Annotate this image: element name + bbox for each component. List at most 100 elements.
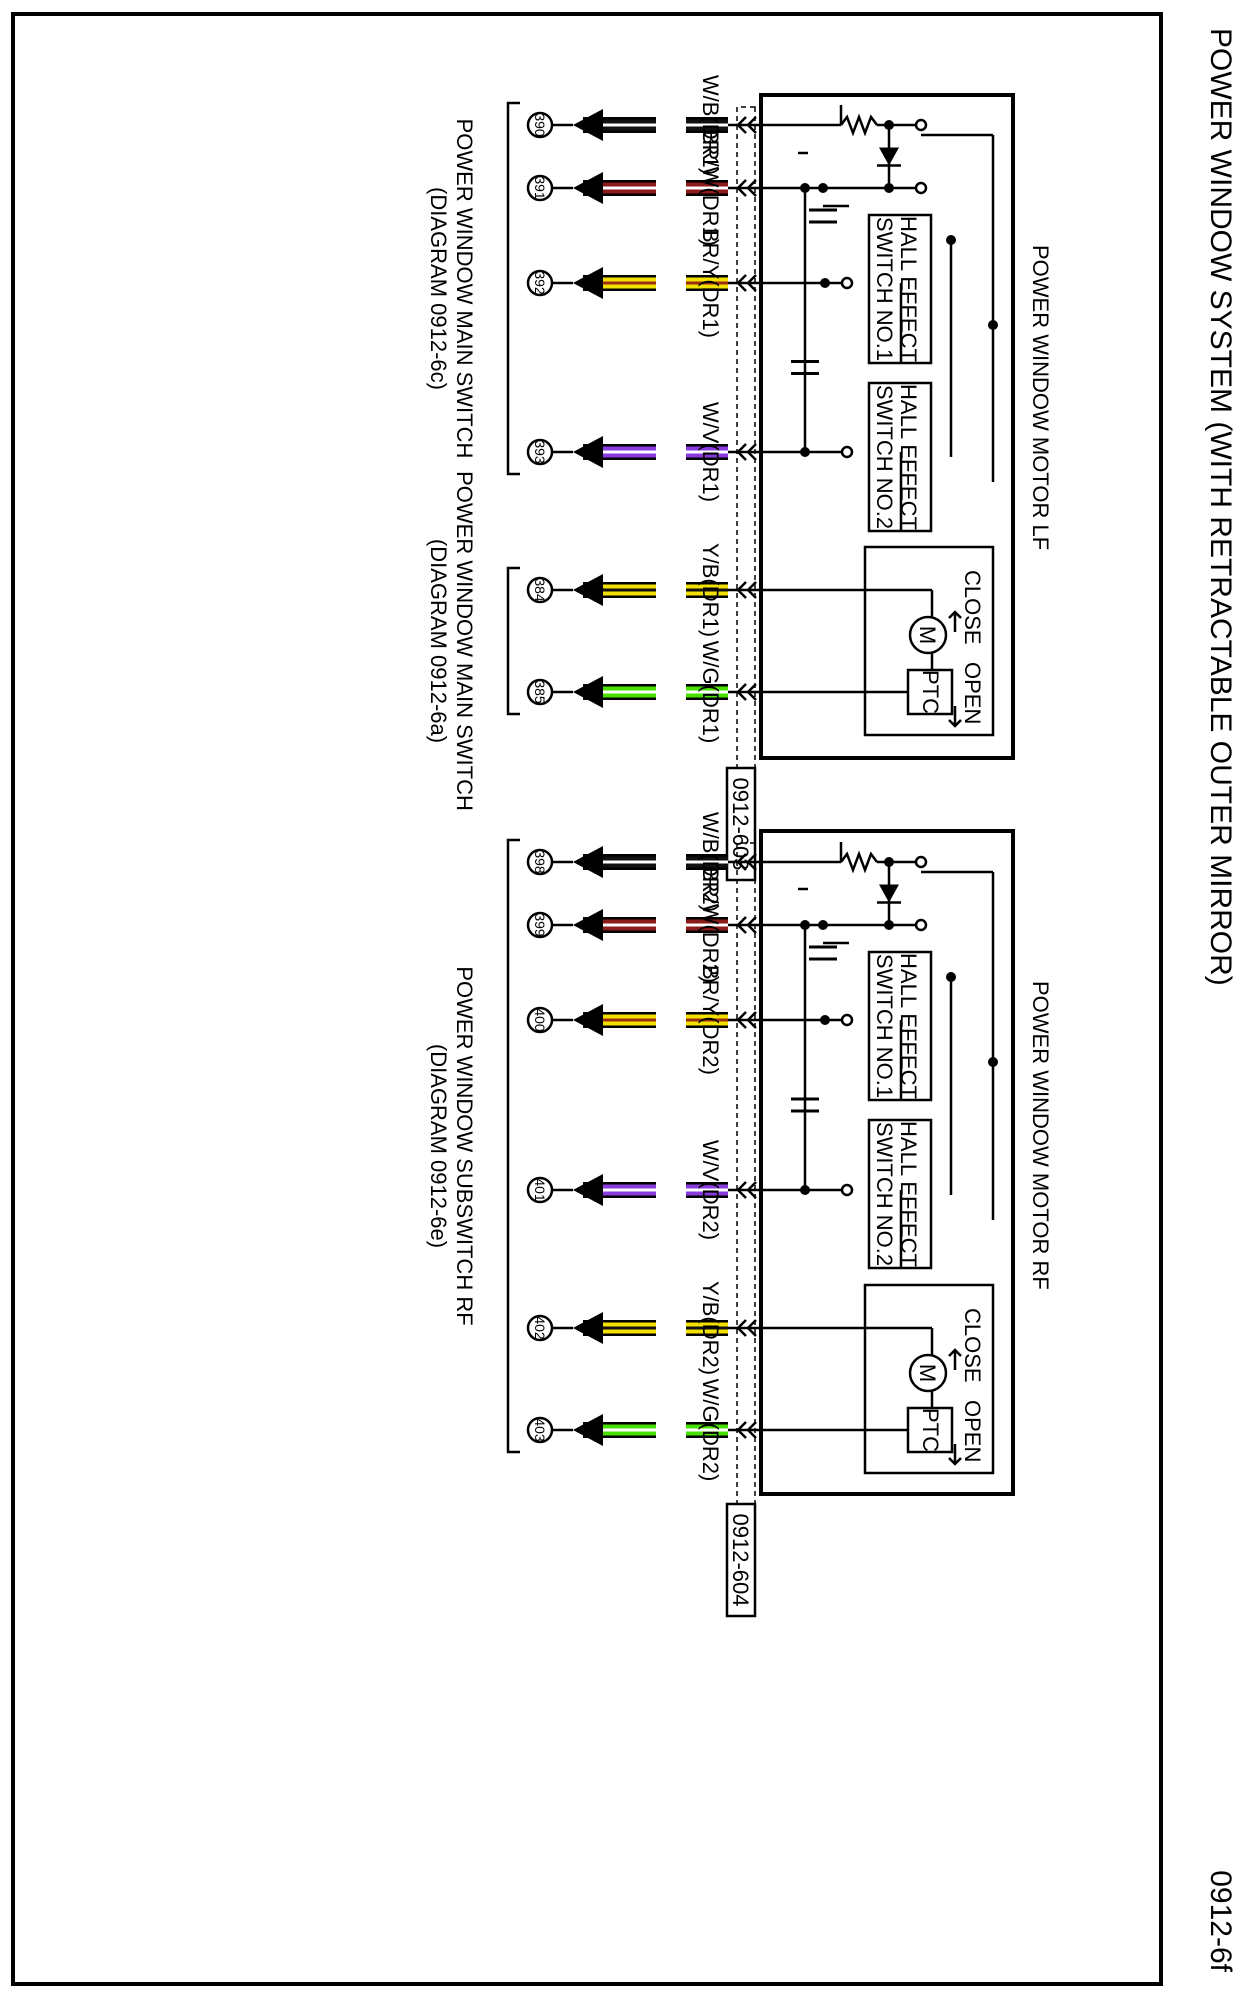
connector-chevron <box>746 1011 757 1029</box>
wire-label: W/B(DR1) <box>698 75 723 175</box>
wire-arrow <box>573 1174 603 1206</box>
connector-id: 0912-604 <box>728 1514 753 1607</box>
terminal-circle <box>840 1013 854 1027</box>
pin-number: 390 <box>532 113 548 137</box>
wire-label: W/V(DR2) <box>698 1140 723 1240</box>
connector-id-box <box>725 766 757 882</box>
wire-arrow <box>573 1004 603 1036</box>
zener-diode <box>879 147 899 166</box>
pin-circle <box>526 1416 554 1444</box>
pin-circle <box>526 174 554 202</box>
hall-switch-1-label: SWITCH NO.1 <box>872 217 897 361</box>
connector-chevron <box>736 179 747 197</box>
wire-w-b: W/B(DR2)398 <box>526 812 761 912</box>
wire-label: W/B(DR2) <box>698 812 723 912</box>
wire-w-v: W/V(DR1)393 <box>526 402 761 502</box>
connector-chevron <box>736 581 747 599</box>
group-label: POWER WINDOW MAIN SWITCH <box>452 471 477 811</box>
wire-label: Y/B(DR2) <box>698 1281 723 1375</box>
terminal-circle <box>914 855 928 869</box>
connector-chevron <box>736 1011 747 1029</box>
page-code: 0912-6f <box>1204 1870 1237 1972</box>
junction-dot <box>800 1185 810 1195</box>
close-label: CLOSE <box>960 1308 985 1383</box>
wire-br-y: BR/Y(DR2)400 <box>526 965 761 1075</box>
connector-chevron <box>746 581 757 599</box>
connector-chevron <box>736 853 747 871</box>
diagram-title: POWER WINDOW SYSTEM (WITH RETRACTABLE OU… <box>1204 28 1237 986</box>
motor-subbox <box>863 1283 995 1475</box>
open-label: OPEN <box>960 1400 985 1462</box>
pin-number: 384 <box>532 578 548 602</box>
close-arrow-icon <box>948 610 962 632</box>
close-arrow-icon <box>948 1348 962 1370</box>
group-brace <box>506 838 520 1454</box>
resistor <box>840 113 878 137</box>
motor-label: POWER WINDOW MOTOR LF <box>1028 245 1053 550</box>
ptc-label: PTC <box>918 1408 943 1452</box>
connector-chevron <box>736 1319 747 1337</box>
wire-br-w: BR/W(DR1)391 <box>526 130 761 246</box>
wire-arrow <box>573 1414 603 1446</box>
power-window-motor-lf-unit: POWER WINDOW MOTOR LF0912-603W/B(DR1)390… <box>426 75 1053 882</box>
pin-circle <box>526 111 554 139</box>
connector-chevron <box>736 683 747 701</box>
connector-chevron <box>736 274 747 292</box>
pin-number: 402 <box>532 1316 548 1340</box>
connector-chevron <box>736 916 747 934</box>
pin-number: 392 <box>532 271 548 295</box>
pin-number: 400 <box>532 1008 548 1032</box>
group-label: (DIAGRAM 0912-6a) <box>426 539 451 743</box>
junction-dot <box>988 320 998 330</box>
pin-number: 385 <box>532 680 548 704</box>
hall-switch-1-label: SWITCH NO.1 <box>872 954 897 1098</box>
group-label: POWER WINDOW SUBSWITCH RF <box>452 966 477 1325</box>
wire-label: BR/W(DR2) <box>698 867 723 983</box>
connector-chevron <box>746 1319 757 1337</box>
wire-arrow <box>573 574 603 606</box>
junction-dot <box>988 1057 998 1067</box>
connector-chevron <box>746 274 757 292</box>
zener-diode <box>879 884 899 903</box>
motor-symbol <box>908 615 948 655</box>
group-brace <box>506 566 520 716</box>
terminal-circle <box>840 1183 854 1197</box>
power-window-motor-rf-unit: POWER WINDOW MOTOR RF0912-604W/B(DR2)398… <box>426 812 1053 1618</box>
group-label: POWER WINDOW MAIN SWITCH <box>452 119 477 459</box>
wire-br-w: BR/W(DR2) 399 <box>526 867 761 983</box>
motor-letter: M <box>915 626 940 644</box>
close-label: CLOSE <box>960 570 985 645</box>
group-brace <box>506 101 520 476</box>
terminal-circle <box>914 181 928 195</box>
connector-chevron <box>746 1421 757 1439</box>
open-label: OPEN <box>960 662 985 724</box>
pin-number: 399 <box>532 913 548 937</box>
connector-chevron <box>746 179 757 197</box>
wire-arrow <box>573 909 603 941</box>
pin-circle <box>526 576 554 604</box>
group-label: (DIAGRAM 0912-6e) <box>426 1044 451 1248</box>
wire-arrow <box>573 846 603 878</box>
wire-label: BR/W(DR1) <box>698 130 723 246</box>
ptc-label: PTC <box>918 670 943 714</box>
connector-chevron <box>746 443 757 461</box>
pin-number: 403 <box>532 1418 548 1442</box>
motor-housing <box>759 829 1015 1496</box>
wire-arrow <box>573 109 603 141</box>
junction-dot <box>946 972 956 982</box>
pin-circle <box>526 1176 554 1204</box>
junction-dot <box>820 278 830 288</box>
junction-dot <box>946 235 956 245</box>
wire-label: W/G(DR2) <box>698 1379 723 1482</box>
wire-label: BR/Y(DR1) <box>698 228 723 338</box>
wire-label: W/G(DR1) <box>698 641 723 744</box>
motor-letter: M <box>915 1364 940 1382</box>
open-arrow-icon <box>948 706 962 728</box>
resistor <box>840 850 878 874</box>
connector-chevron <box>746 1181 757 1199</box>
connector-chevron <box>746 853 757 871</box>
connector-chevron <box>746 683 757 701</box>
connector-chevron <box>736 116 747 134</box>
pin-circle <box>526 848 554 876</box>
wire-arrow <box>573 436 603 468</box>
